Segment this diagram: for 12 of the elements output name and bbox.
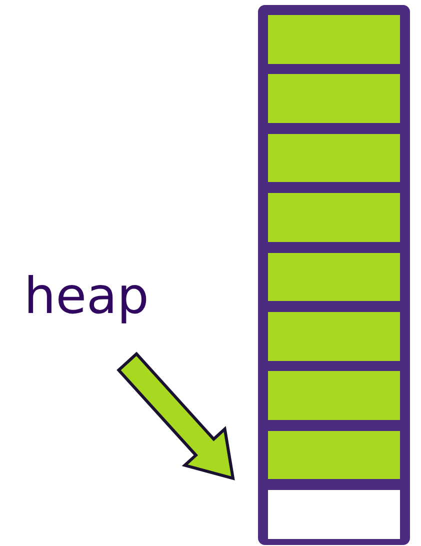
filled-memory-slot: [268, 134, 400, 182]
memory-column: [258, 5, 410, 545]
filled-memory-slot: [268, 371, 400, 420]
filled-memory-slot: [268, 252, 400, 302]
filled-memory-slot: [268, 430, 400, 480]
filled-memory-slot: [268, 193, 400, 242]
heap-label: heap: [24, 266, 164, 332]
filled-memory-slot: [268, 312, 400, 360]
filled-memory-slot: [268, 74, 400, 123]
filled-memory-slot: [268, 15, 400, 64]
empty-memory-slot: [268, 490, 400, 539]
arrow: [116, 352, 235, 480]
